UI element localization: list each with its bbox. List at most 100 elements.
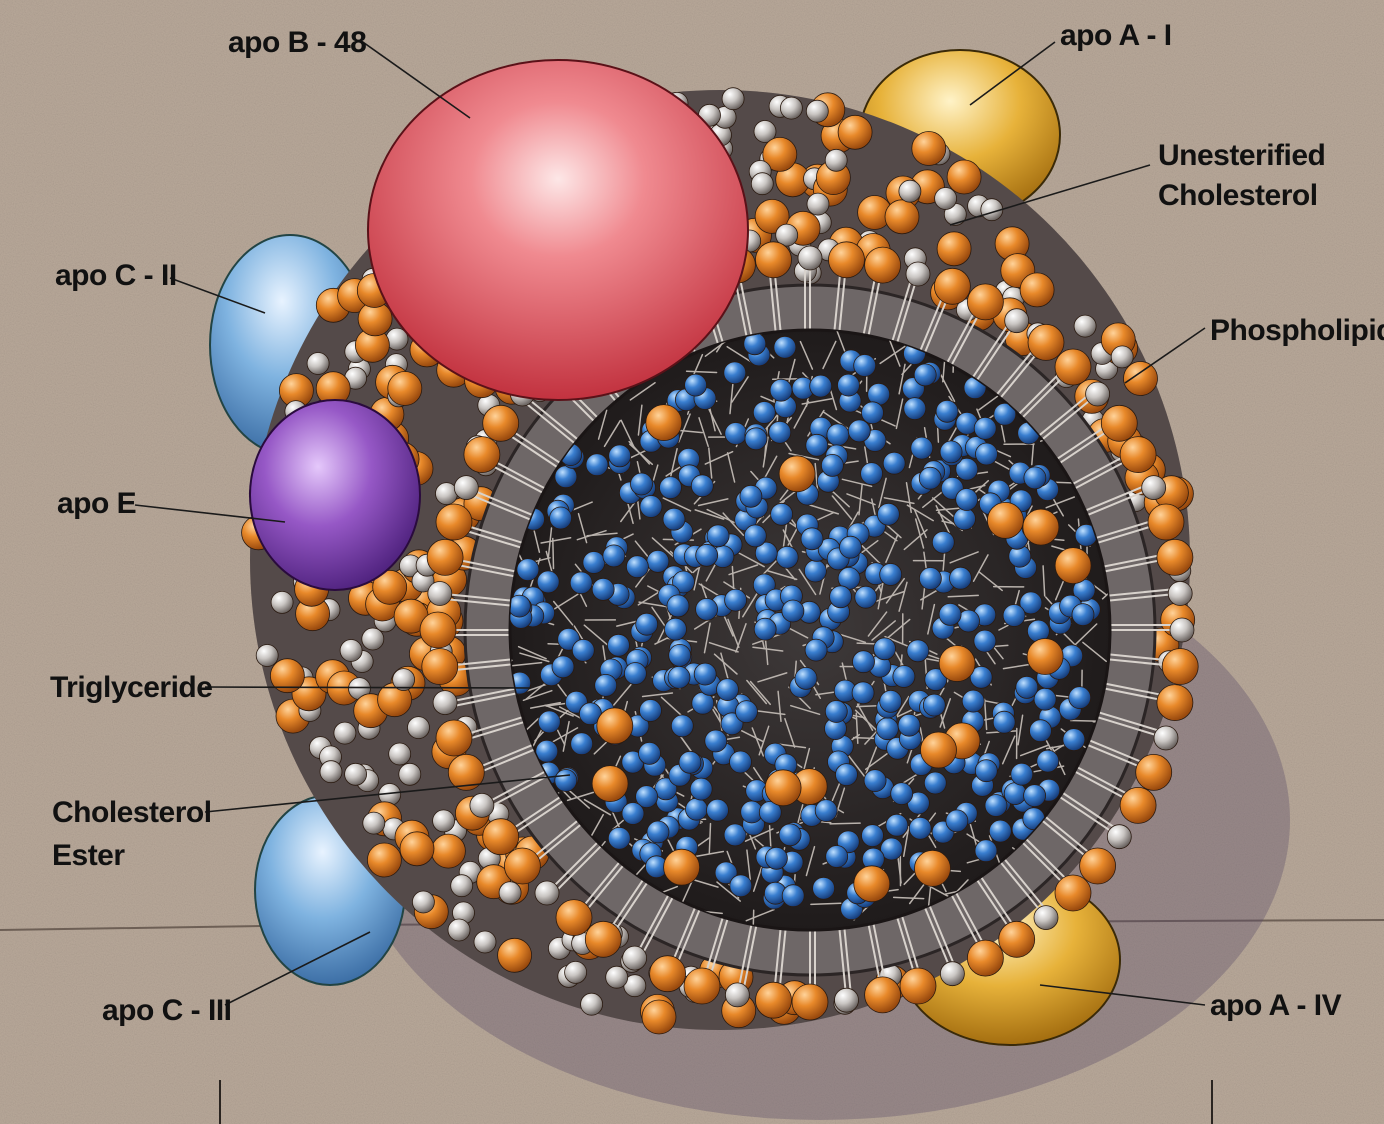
label-apo-c2: apo C - II [55,259,177,292]
cholesterol-molecule [1170,618,1194,642]
cholesterol-ester-molecule [592,766,628,802]
triglyceride-molecule [639,742,661,764]
cholesterol-molecule [474,931,496,953]
cholesterol-molecule [470,793,494,817]
triglyceride-molecule [861,463,883,485]
cholesterol-ester-molecule [987,502,1023,538]
cholesterol-molecule [606,966,628,988]
cholesterol-molecule [428,582,452,606]
cholesterol-molecule [725,983,749,1007]
triglyceride-molecule [782,600,804,622]
cholesterol-molecule [1005,309,1029,333]
triglyceride-molecule [595,674,617,696]
cholesterol-molecule [623,946,647,970]
triglyceride-molecule [776,546,798,568]
triglyceride-molecule [696,598,718,620]
label-cholesterol-ester-1: Cholesterol [52,796,212,829]
triglyceride-molecule [624,663,646,685]
phospholipid-head [483,405,519,441]
triglyceride-molecule [810,375,832,397]
phospholipid-head [684,968,720,1004]
cholesterol-molecule [363,812,385,834]
triglyceride-molecule [880,564,902,586]
cholesterol-molecule [722,88,744,110]
cholesterol-ester-molecule [664,849,700,885]
triglyceride-molecule [1003,605,1025,627]
triglyceride-molecule [985,795,1007,817]
triglyceride-molecule [940,441,962,463]
phospholipid-head [431,834,465,868]
triglyceride-molecule [705,730,727,752]
phospholipid-head [585,921,621,957]
label-apo-a4: apo A - IV [1210,989,1342,1022]
phospholipid-head [1055,349,1091,385]
triglyceride-molecule [667,595,689,617]
triglyceride-molecule [730,751,752,773]
triglyceride-molecule [891,783,913,805]
triglyceride-molecule [647,821,669,843]
cholesterol-ester-molecule [1055,548,1091,584]
phospholipid-head [947,160,981,194]
triglyceride-molecule [1072,604,1094,626]
triglyceride-molecule [608,827,630,849]
triglyceride-molecule [640,496,662,518]
apo-b48-protein [368,60,748,400]
triglyceride-molecule [804,560,826,582]
triglyceride-molecule [1004,783,1026,805]
triglyceride-molecule [537,571,559,593]
triglyceride-molecule [1011,763,1033,785]
phospholipid-head [504,848,540,884]
cholesterol-molecule [1154,726,1178,750]
triglyceride-molecule [730,875,752,897]
cholesterol-ester-molecule [1023,509,1059,545]
cholesterol-molecule [940,962,964,986]
triglyceride-molecule [946,810,968,832]
triglyceride-molecule [825,701,847,723]
cholesterol-molecule [581,993,603,1015]
cholesterol-molecule [451,875,473,897]
phospholipid-head [838,115,872,149]
cholesterol-molecule [307,353,329,375]
triglyceride-molecule [592,578,614,600]
triglyceride-molecule [669,644,691,666]
triglyceride-molecule [770,379,792,401]
triglyceride-molecule [904,398,926,420]
label-unesterified-1: Unesterified [1158,139,1325,172]
phospholipid-head [829,242,865,278]
cholesterol-ester-molecule [765,770,801,806]
triglyceride-molecule [853,651,875,673]
triglyceride-molecule [827,424,849,446]
triglyceride-molecule [876,718,898,740]
phospholipid-head [388,372,422,406]
triglyceride-molecule [932,531,954,553]
triglyceride-molecule [975,760,997,782]
triglyceride-molecule [774,336,796,358]
triglyceride-molecule [975,840,997,862]
cholesterol-molecule [806,100,828,122]
triglyceride-molecule [826,846,848,868]
triglyceride-molecule [724,362,746,384]
cholesterol-molecule [408,717,430,739]
triglyceride-molecule [830,586,852,608]
triglyceride-molecule [626,556,648,578]
triglyceride-molecule [855,586,877,608]
cholesterol-ester-molecule [921,732,957,768]
triglyceride-molecule [907,640,929,662]
triglyceride-molecule [954,508,976,530]
triglyceride-molecule [717,679,739,701]
triglyceride-molecule [782,885,804,907]
cholesterol-ester-molecule [779,456,815,492]
cholesterol-molecule [334,722,356,744]
phospholipid-head [498,938,532,972]
triglyceride-molecule [572,639,594,661]
cholesterol-ester-molecule [597,708,633,744]
cholesterol-ester-molecule [646,405,682,441]
triglyceride-molecule [631,473,653,495]
triglyceride-molecule [636,613,658,635]
leader-triglyceride [205,687,530,688]
triglyceride-tail [553,539,554,569]
phospholipid-head [934,268,970,304]
triglyceride-molecule [848,420,870,442]
triglyceride-molecule [956,489,978,511]
triglyceride-molecule [813,877,835,899]
